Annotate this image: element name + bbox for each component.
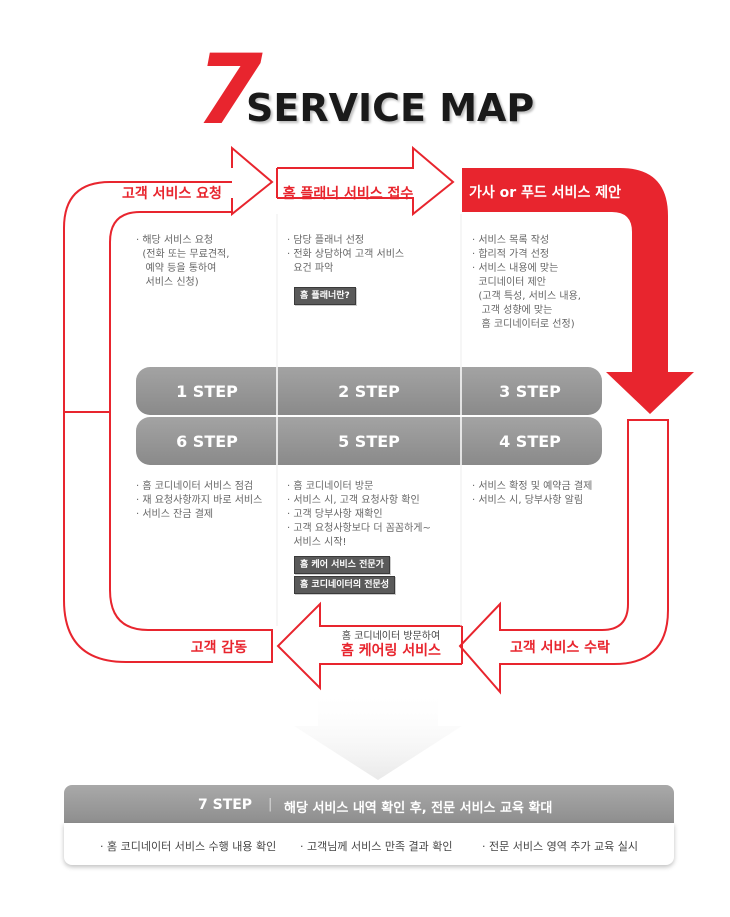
step7-label: 7 STEP bbox=[198, 797, 253, 813]
stage-caring-sub: 홈 코디네이터 방문하여 bbox=[341, 631, 441, 642]
care-expert-button[interactable]: 홈 케어 서비스 전문가 bbox=[294, 556, 390, 574]
arrow-receive bbox=[277, 145, 455, 217]
stage-receive: 홈 플래너 서비스 접수 bbox=[282, 186, 414, 202]
outer-loop-line bbox=[63, 181, 232, 663]
stage-impress: 고객 감동 bbox=[190, 640, 248, 656]
title-number: 7 bbox=[196, 34, 263, 146]
step6-description: · 홈 코디네이터 서비스 점검 · 재 요청사항까지 바로 서비스 · 서비스… bbox=[136, 481, 263, 520]
step-bar-bottom bbox=[136, 417, 602, 465]
arrow-impress-end bbox=[166, 629, 273, 663]
down-arrow bbox=[294, 690, 462, 780]
right-lower-loop bbox=[458, 419, 669, 695]
step-3-label: 3 STEP bbox=[499, 382, 561, 401]
step7-item-3: · 전문 서비스 영역 추가 교육 실시 bbox=[482, 840, 639, 853]
step7-header bbox=[64, 785, 674, 823]
arrow-caring bbox=[276, 601, 462, 691]
step1-description: · 해당 서비스 요청 (전화 또는 무료견적, 예약 등을 통하여 서비스 신… bbox=[136, 235, 230, 288]
step4-description: · 서비스 확정 및 예약금 결제 · 서비스 시, 당부사항 알림 bbox=[472, 481, 593, 506]
stage-propose: 가사 or 푸드 서비스 제안 bbox=[469, 185, 621, 201]
arrow-request bbox=[231, 145, 274, 217]
stage-accept: 고객 서비스 수락 bbox=[510, 640, 610, 656]
step7-title: 해당 서비스 내역 확인 후, 전문 서비스 교육 확대 bbox=[284, 801, 553, 816]
step-1-label: 1 STEP bbox=[176, 382, 238, 401]
step-4-label: 4 STEP bbox=[499, 432, 561, 451]
arrow-propose bbox=[462, 168, 694, 414]
step2-description: · 담당 플래너 선정 · 전화 상담하여 고객 서비스 요건 파악 bbox=[287, 235, 405, 274]
step7-item-1: · 홈 코디네이터 서비스 수행 내용 확인 bbox=[100, 840, 277, 853]
step5-description: · 홈 코디네이터 방문 · 서비스 시, 고객 요청사항 확인 · 고객 당부… bbox=[287, 481, 431, 548]
step7-item-2: · 고객님께 서비스 만족 결과 확인 bbox=[300, 840, 453, 853]
inner-loop-line bbox=[109, 211, 232, 631]
stage-request: 고객 서비스 요청 bbox=[122, 186, 222, 202]
step-bar-top bbox=[136, 367, 602, 415]
step-5-label: 5 STEP bbox=[338, 432, 400, 451]
step7-body bbox=[64, 823, 674, 865]
page-title: SERVICE MAP bbox=[246, 86, 535, 130]
stage-caring: 홈 케어링 서비스 bbox=[341, 643, 441, 659]
step7-divider: | bbox=[268, 797, 273, 812]
coordinator-expertise-button[interactable]: 홈 코디네이터의 전문성 bbox=[294, 576, 396, 594]
step-6-label: 6 STEP bbox=[176, 432, 238, 451]
step3-description: · 서비스 목록 작성 · 합리적 가격 선정 · 서비스 내용에 맞는 코디네… bbox=[472, 235, 581, 330]
planner-info-button[interactable]: 홈 플래너란? bbox=[294, 287, 356, 305]
step-2-label: 2 STEP bbox=[338, 382, 400, 401]
